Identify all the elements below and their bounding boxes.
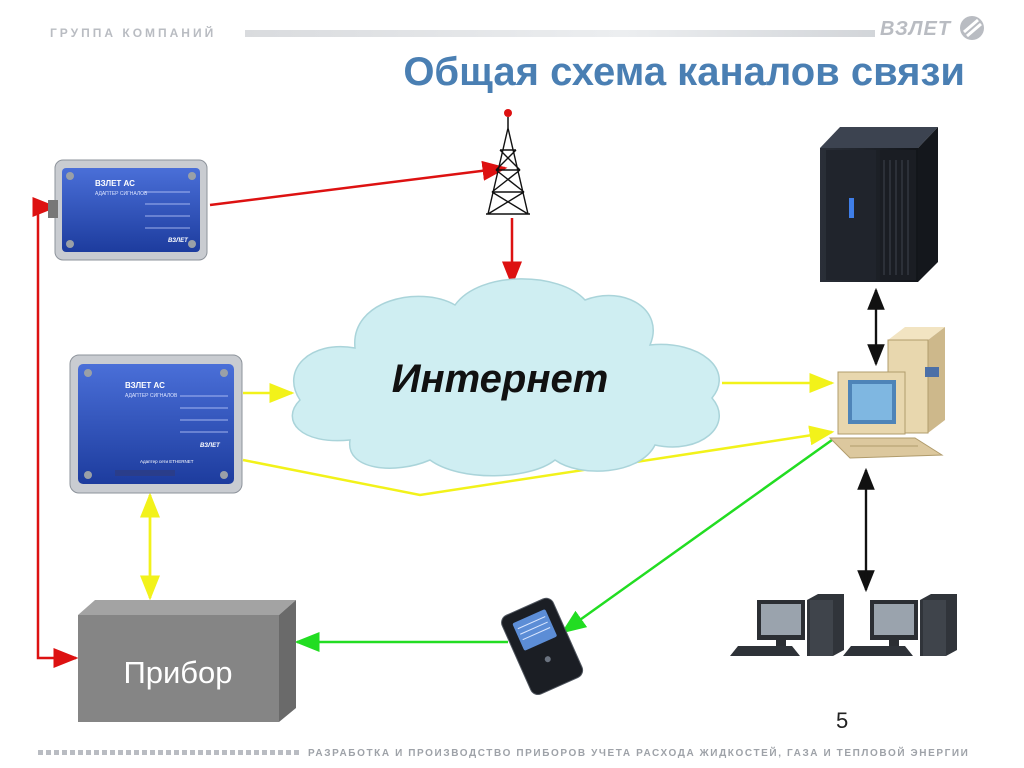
- desktop-pc-icon: [828, 327, 945, 459]
- gsm-adapter-logo: ВЗЛЕТ: [168, 238, 189, 244]
- header-group-label: ГРУППА КОМПАНИЙ: [50, 26, 217, 40]
- gsm-adapter: ВЗЛЕТ АС АДАПТЕР СИГНАЛОВ ВЗЛЕТ: [48, 159, 208, 261]
- footer-tagline: РАЗРАБОТКА И ПРОИЗВОДСТВО ПРИБОРОВ УЧЕТА…: [308, 748, 970, 759]
- link-adapter-to-pc: [242, 425, 835, 497]
- page-number: 5: [836, 708, 849, 733]
- ethernet-adapter-model: Адаптер сети ETHERNET: [140, 459, 194, 464]
- ethernet-adapter-name: ВЗЛЕТ АС: [125, 381, 165, 390]
- wireless-links: [294, 438, 833, 652]
- internet-cloud: [291, 278, 720, 477]
- radio-tower-icon: [486, 109, 530, 215]
- handheld-reader-icon: [501, 597, 584, 696]
- gsm-links: [32, 160, 522, 668]
- device-box-label: Прибор: [123, 655, 232, 690]
- link-adapter-to-tower: [209, 160, 508, 207]
- ethernet-links: [140, 373, 835, 601]
- internet-label: Интернет: [392, 357, 609, 401]
- gsm-adapter-name: ВЗЛЕТ АС: [95, 179, 135, 188]
- workstation-icon: [730, 594, 957, 656]
- lan-links: [857, 287, 885, 593]
- brand-logo: ВЗЛЕТ: [880, 18, 952, 40]
- footer-dash-line: [38, 750, 299, 755]
- page-title: Общая схема каналов связи: [403, 50, 965, 94]
- header-divider: [245, 30, 875, 37]
- device-box: Прибор: [78, 600, 296, 722]
- workstation-left: [730, 594, 844, 656]
- workstation-right: [843, 594, 957, 656]
- ethernet-adapter-subtitle: АДАПТЕР СИГНАЛОВ: [125, 393, 178, 399]
- server-tower-icon: [820, 127, 938, 282]
- ethernet-adapter-logo: ВЗЛЕТ: [200, 443, 221, 449]
- brand-emblem-icon: [960, 16, 984, 40]
- gsm-adapter-subtitle: АДАПТЕР СИГНАЛОВ: [95, 191, 148, 197]
- link-pc-to-reader: [560, 438, 833, 634]
- ethernet-adapter: ВЗЛЕТ АС АДАПТЕР СИГНАЛОВ ВЗЛЕТ Адаптер …: [69, 354, 243, 494]
